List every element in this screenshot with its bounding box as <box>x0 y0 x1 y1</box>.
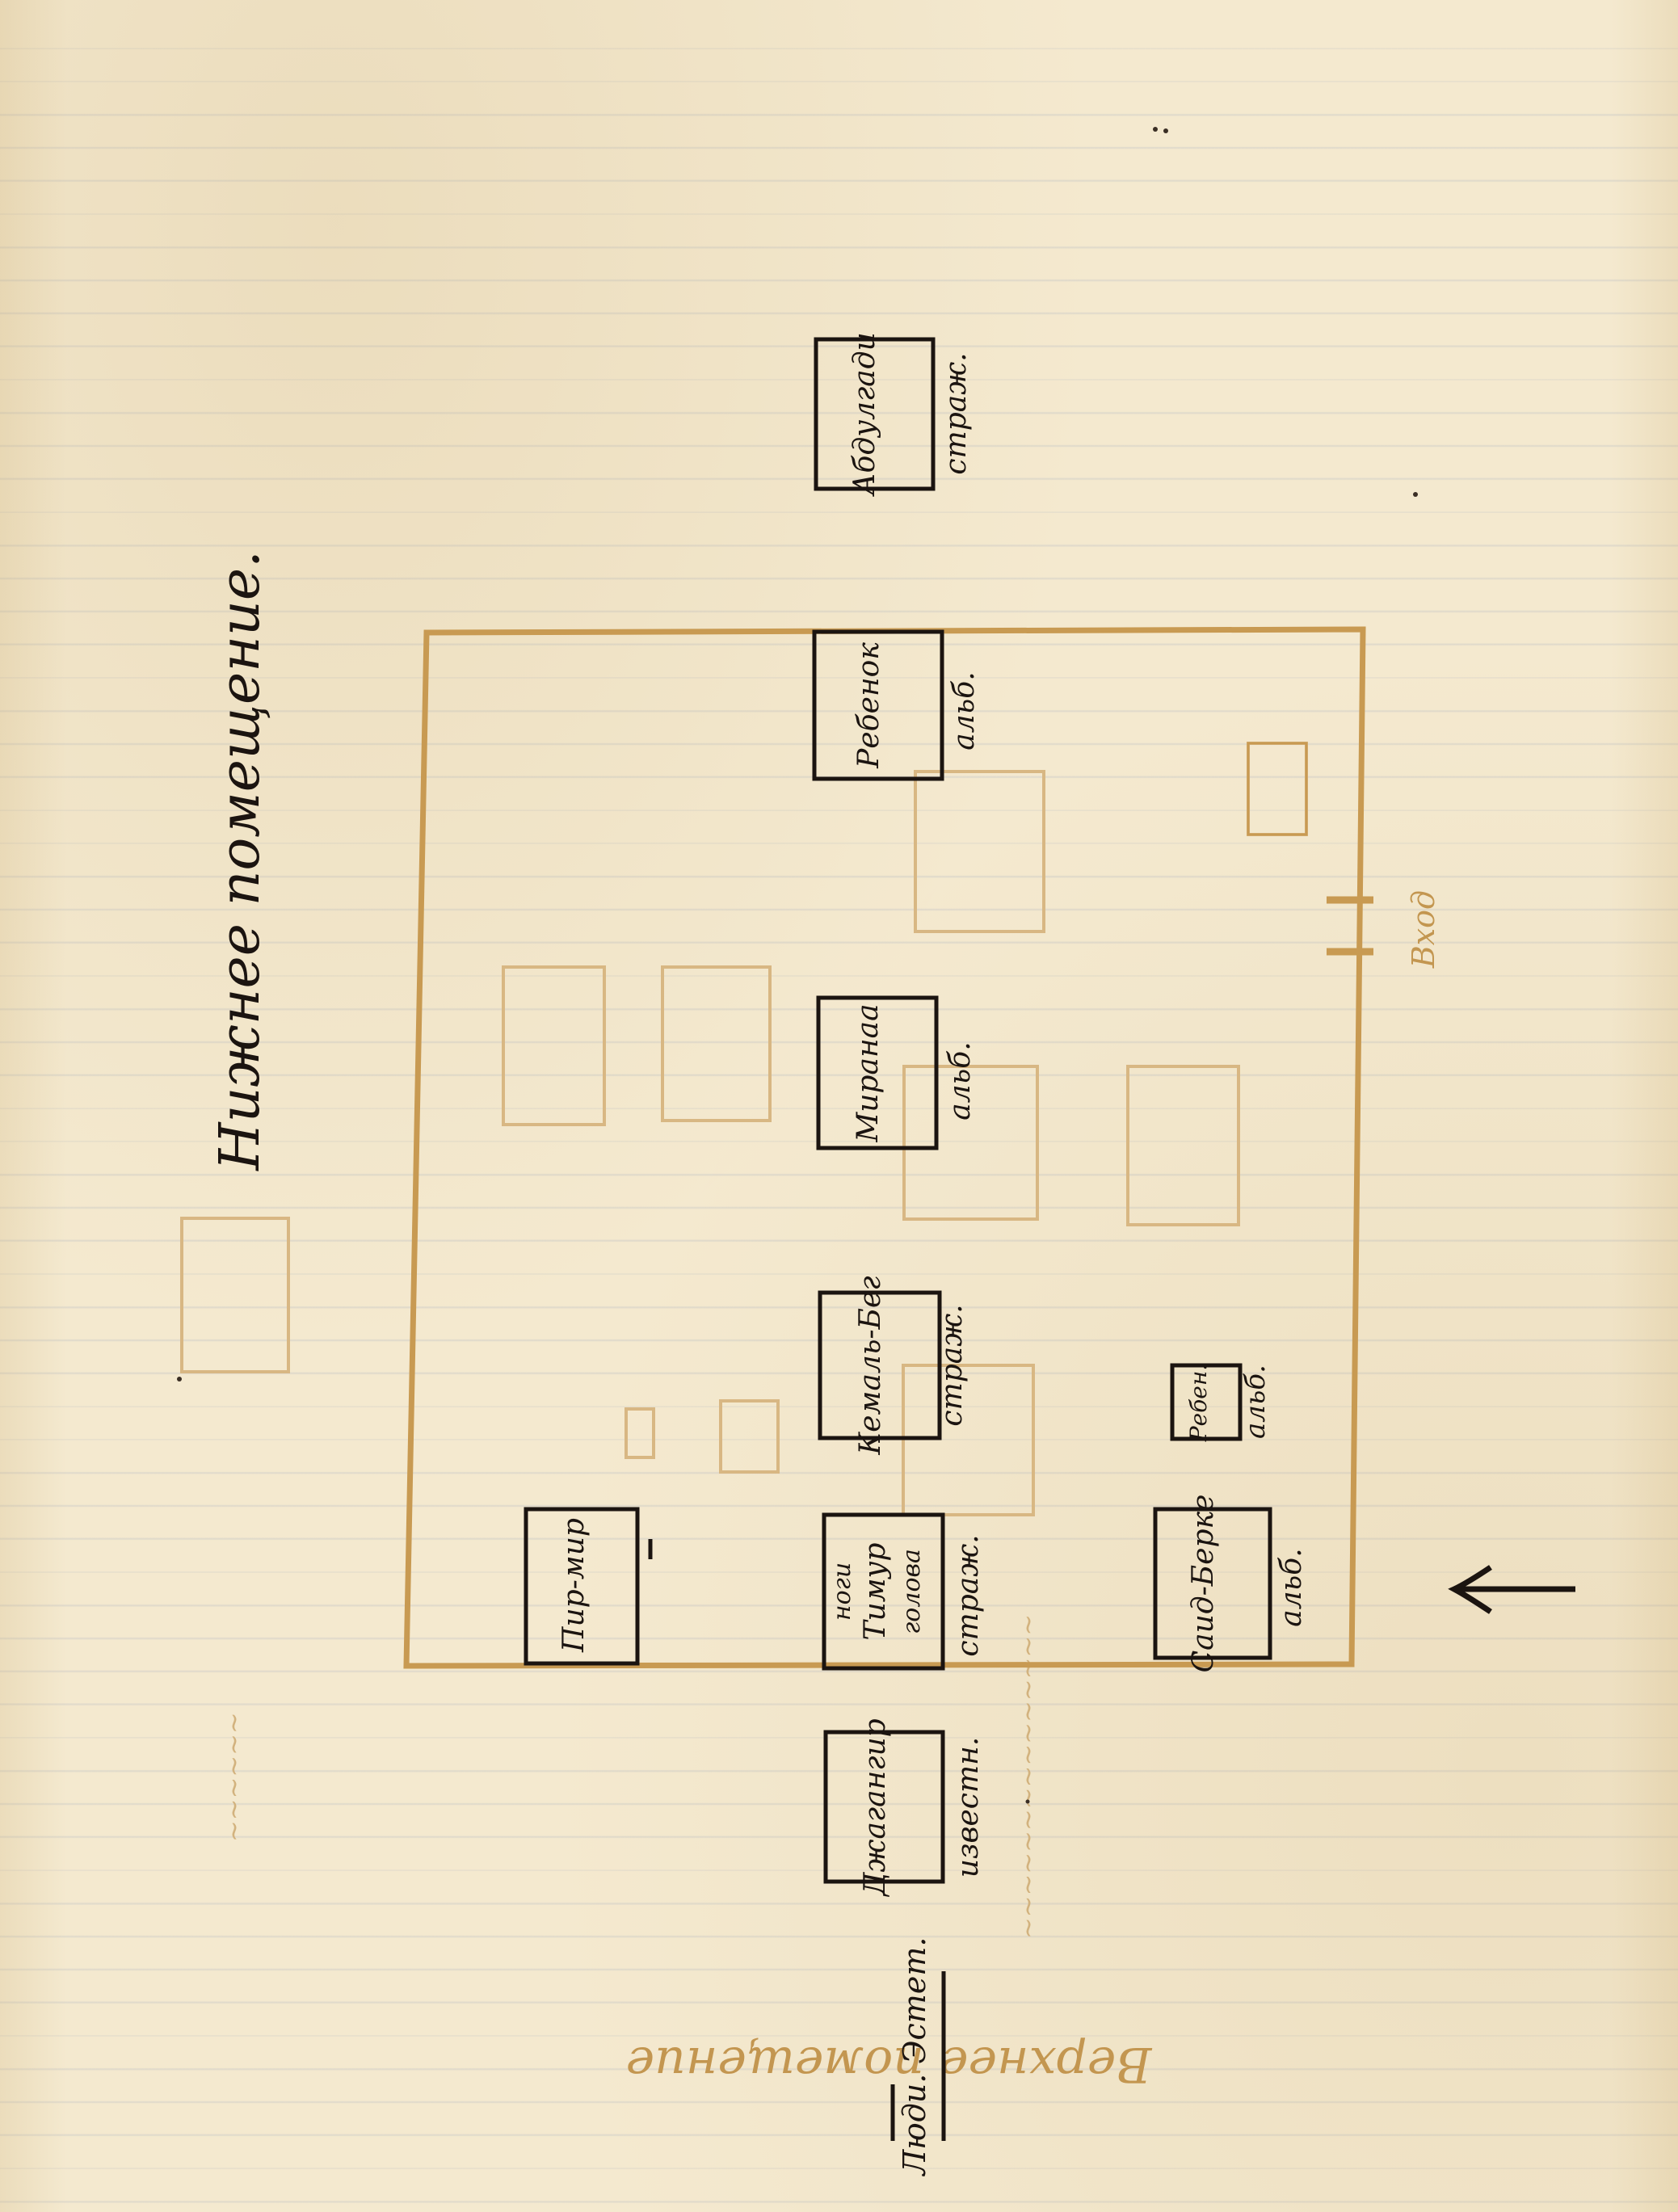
tomb-box <box>812 629 944 781</box>
tomb-label: Ребенок <box>852 642 885 769</box>
tomb-rebenok-top: Ребенок альб. <box>812 629 981 781</box>
tomb-said-berke: Саид-Берке альб. <box>1153 1495 1308 1673</box>
tomb-box <box>818 1290 942 1440</box>
tomb-box <box>524 1507 640 1666</box>
tomb-box <box>1153 1507 1272 1660</box>
ghost-rect <box>719 1399 780 1474</box>
ghost-rect <box>914 770 1045 933</box>
tomb-box <box>1170 1363 1243 1441</box>
tomb-label: Саид-Берке <box>1187 1495 1220 1673</box>
tomb-caption: альб. <box>1239 1365 1272 1439</box>
tomb-caption: альб. <box>1275 1548 1308 1626</box>
direction-arrow <box>1448 1565 1575 1614</box>
tomb-label: Пир-мир <box>557 1518 591 1653</box>
ghost-rect <box>502 965 606 1126</box>
tomb-label: Абдулгади <box>848 332 881 498</box>
sub-heading: Верхнее помещение <box>626 2036 1153 2092</box>
ghost-rect <box>1247 742 1308 836</box>
tomb-kemal-beg: Кемаль-Бег страж. <box>818 1276 969 1456</box>
bleed-through-shapes <box>180 742 1308 1516</box>
page-title: Нижнее помещение. <box>208 550 272 1171</box>
entrance-label: Вход <box>1406 890 1441 969</box>
tomb-box <box>823 1730 945 1884</box>
ghost-rect <box>1126 1065 1240 1226</box>
tomb-label: Кемаль-Бег <box>854 1276 887 1455</box>
tomb-top-note: ноги <box>828 1562 856 1621</box>
tomb-miranaa: Миранаа альб. <box>816 995 977 1150</box>
ghost-note: ~~~~~~~~~~~~~~~ <box>1012 1614 1043 1939</box>
tomb-caption: альб. <box>944 1041 977 1120</box>
tomb-label: Ребен. <box>1185 1364 1212 1442</box>
ink-specks <box>177 127 1418 1804</box>
tomb-box <box>822 1512 945 1671</box>
room-outline <box>403 626 1366 1669</box>
tomb-caption: альб. <box>948 671 981 750</box>
tomb-dzhagangir: Джагангир известн. <box>823 1718 985 1898</box>
tomb-box <box>814 337 936 491</box>
ghost-rect <box>661 965 772 1122</box>
tomb-bottom-note: голова <box>898 1549 926 1634</box>
tomb-box <box>816 995 939 1150</box>
tomb-caption: страж. <box>936 1304 969 1426</box>
tomb-caption: известн. <box>952 1737 985 1878</box>
ghost-rect <box>625 1407 655 1459</box>
tomb-label: Миранаа <box>852 1003 885 1142</box>
tomb-label: Тимур <box>859 1543 892 1641</box>
ghost-rect <box>180 1217 290 1373</box>
tomb-label: Джагангир <box>859 1718 892 1897</box>
tomb-caption: страж. <box>940 352 973 474</box>
corner-note: Люди. Эстет. <box>897 1937 932 2177</box>
tomb-caption: страж. <box>952 1534 985 1656</box>
ghost-rect <box>902 1065 1039 1221</box>
tomb-abdulgadi: Абдулгади страж. <box>814 332 973 498</box>
ghost-note: ~~~~~~ <box>218 1712 249 1842</box>
bleed-through-text: ~~~~~~~~~~~~~~~ ~~~~~~ <box>218 1614 1043 1939</box>
small-marker <box>1247 742 1308 836</box>
entrance-mark <box>1327 896 1373 956</box>
tomb-timur: ноги Тимур голова страж. <box>822 1512 985 1671</box>
tomb-pir-mir: Пир-мир <box>524 1507 653 1666</box>
tomb-rebenok-small: Ребен. альб. <box>1170 1363 1272 1442</box>
